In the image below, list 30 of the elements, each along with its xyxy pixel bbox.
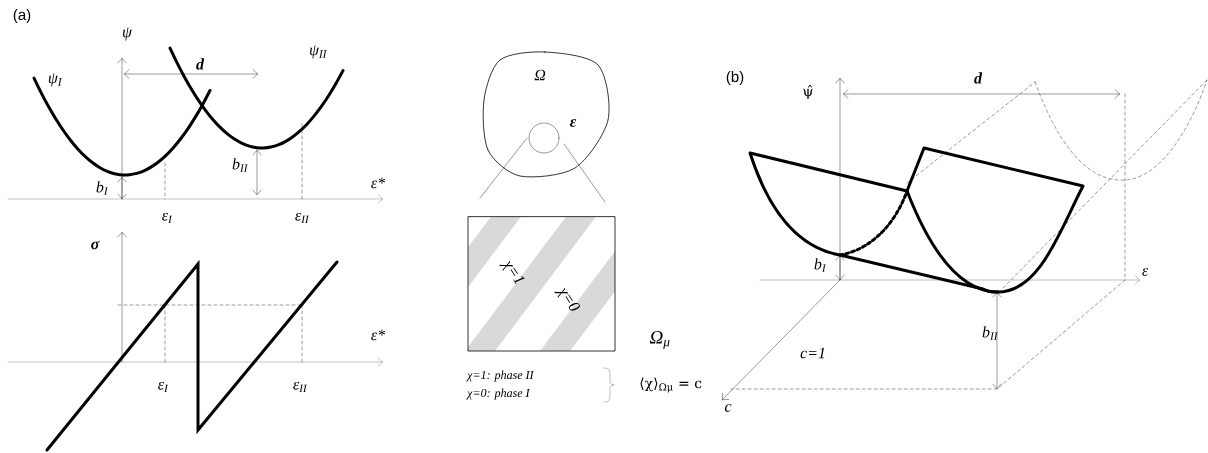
region-label: Ω$_{μ}$ [649, 331, 670, 349]
dimension-label: b$_{I}$ [96, 181, 109, 195]
tick-label: ε$_{I}$ [158, 381, 169, 393]
axis-label: ε* [371, 329, 386, 341]
axis-label: ε [1142, 268, 1149, 276]
panel-label: (b) [726, 71, 744, 85]
axis-label: ε* [371, 177, 386, 189]
region-label: χ=0 [554, 287, 580, 311]
note-text: χ=0: phase I [466, 388, 531, 400]
axis-label: c=1 [800, 347, 825, 359]
axis-label: c [724, 404, 732, 412]
dimension-label: b$_{I}$ [814, 258, 827, 272]
tick-label: ε$_{I}$ [162, 212, 173, 224]
note-text: χ=1: phase II [466, 370, 535, 382]
dimension-label: d [196, 58, 205, 70]
region-label: Ω [534, 69, 546, 81]
axis-label: ψ [123, 27, 133, 41]
equation: ⟨χ⟩$_{Ωμ}$ = c [640, 377, 702, 393]
tick-label: ε$_{II}$ [293, 381, 308, 393]
axis-label: ψ̂ [803, 84, 813, 100]
region-label: ε [569, 119, 577, 127]
dimension-label: b$_{II}$ [232, 158, 248, 172]
panel-label: (a) [13, 9, 31, 23]
dimension-label: d [974, 72, 983, 84]
region-label: χ=1 [499, 260, 525, 285]
curve-label: ψ$_{II}$ [310, 45, 327, 59]
tick-label: ε$_{II}$ [295, 212, 310, 224]
axis-label: σ [91, 240, 100, 250]
curve-label: ψ$_{I}$ [48, 73, 63, 87]
dimension-label: b$_{II}$ [982, 326, 998, 340]
